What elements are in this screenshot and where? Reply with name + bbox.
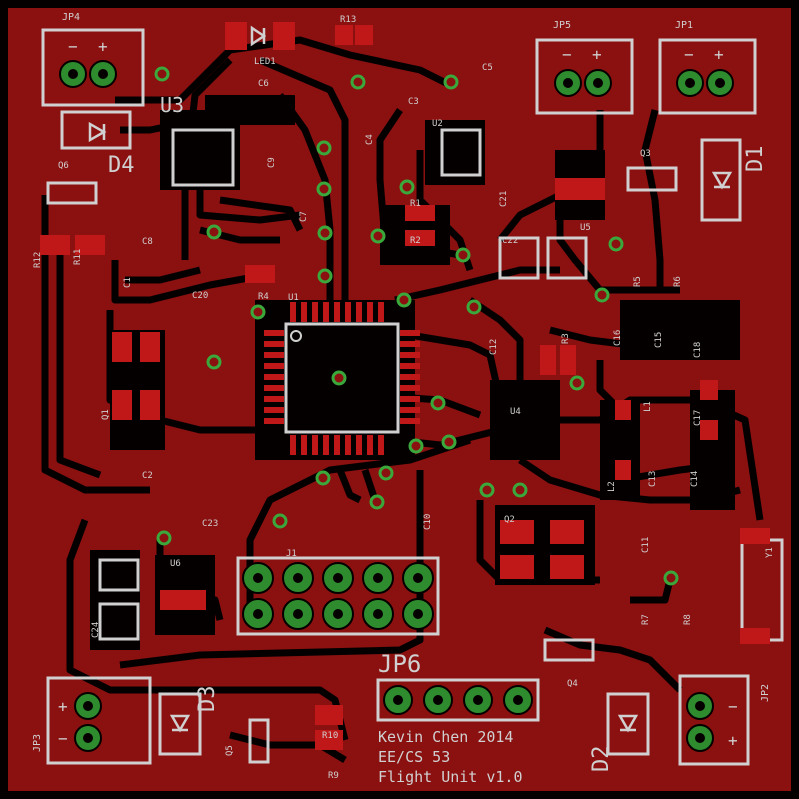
label-r6: R6 <box>673 276 683 287</box>
label-c17: C17 <box>693 410 703 426</box>
label-jp4: JP4 <box>62 12 80 23</box>
label-u4: U4 <box>510 407 521 417</box>
label-u1: U1 <box>288 293 299 303</box>
label-c20: C20 <box>192 291 208 301</box>
credit-line-2: EE/CS 53 <box>378 748 450 766</box>
label-c22: C22 <box>502 236 518 246</box>
label-l2: L2 <box>607 481 617 492</box>
u1-pins <box>264 302 420 455</box>
jp2-minus: − <box>728 697 738 716</box>
credit-block: Kevin Chen 2014 EE/CS 53 Flight Unit v1.… <box>378 728 523 786</box>
label-c21: C21 <box>499 191 509 207</box>
label-c18: C18 <box>693 342 703 358</box>
label-u2: U2 <box>432 119 443 129</box>
jp3-plus: + <box>58 697 68 716</box>
jp2-plus: + <box>728 731 738 750</box>
jp5-minus: − <box>562 45 572 64</box>
label-c23: C23 <box>202 519 218 529</box>
jp5-plus: + <box>592 45 602 64</box>
silkscreen-outlines <box>41 28 784 766</box>
label-r12: R12 <box>33 252 43 268</box>
label-c5: C5 <box>482 63 493 73</box>
jp1-plus: + <box>714 45 724 64</box>
label-c24: C24 <box>91 622 101 638</box>
label-d4: D4 <box>108 153 135 178</box>
label-r1: R1 <box>410 199 421 209</box>
label-jp5: JP5 <box>553 20 571 31</box>
jp3-minus: − <box>58 729 68 748</box>
label-d2: D2 <box>589 746 614 773</box>
label-q6: Q6 <box>58 161 69 171</box>
label-led1: LED1 <box>254 57 276 67</box>
through-hole-pads <box>59 60 734 752</box>
label-c6: C6 <box>258 79 269 89</box>
label-r7: R7 <box>641 614 651 625</box>
label-q2: Q2 <box>504 515 515 525</box>
jp1-minus: − <box>684 45 694 64</box>
label-c10: C10 <box>423 514 433 530</box>
label-r4: R4 <box>258 292 269 302</box>
label-c13: C13 <box>648 471 658 487</box>
label-c14: C14 <box>690 471 700 487</box>
vias <box>154 66 679 586</box>
label-r5: R5 <box>633 276 643 287</box>
label-q5: Q5 <box>225 745 235 756</box>
label-c11: C11 <box>641 537 651 553</box>
label-c1: C1 <box>123 277 133 288</box>
label-r11: R11 <box>73 249 83 265</box>
label-jp2: JP2 <box>760 684 771 702</box>
u1-pin1-marker <box>290 330 302 342</box>
label-c4: C4 <box>365 134 375 145</box>
label-r9: R9 <box>328 771 339 781</box>
label-q3: Q3 <box>640 149 651 159</box>
credit-line-3: Flight Unit v1.0 <box>378 768 523 786</box>
label-jp3: JP3 <box>32 734 43 752</box>
smd-pads <box>40 22 770 750</box>
label-c2: C2 <box>142 471 153 481</box>
label-u5: U5 <box>580 223 591 233</box>
label-r3: R3 <box>561 333 571 344</box>
label-c3: C3 <box>408 97 419 107</box>
label-c12: C12 <box>489 339 499 355</box>
label-r13: R13 <box>340 15 356 25</box>
label-c16: C16 <box>613 330 623 346</box>
jp4-minus: − <box>68 37 78 56</box>
credit-line-1: Kevin Chen 2014 <box>378 728 513 746</box>
label-c7: C7 <box>299 211 309 222</box>
diode-symbols <box>88 25 733 733</box>
label-r2: R2 <box>410 236 421 246</box>
label-r10: R10 <box>322 731 338 741</box>
label-d1: D1 <box>743 146 768 173</box>
label-q4: Q4 <box>567 679 578 689</box>
label-d3: D3 <box>195 686 220 713</box>
label-jp1: JP1 <box>675 20 693 31</box>
jp4-plus: + <box>98 37 108 56</box>
label-l1: L1 <box>643 401 653 412</box>
label-c15: C15 <box>654 332 664 348</box>
label-y1: Y1 <box>765 547 775 558</box>
label-u6: U6 <box>170 559 181 569</box>
label-c9: C9 <box>267 157 277 168</box>
label-q1: Q1 <box>101 409 111 420</box>
label-u3: U3 <box>160 93 184 117</box>
label-j1: J1 <box>286 549 297 559</box>
label-jp6: JP6 <box>378 650 421 678</box>
label-r8: R8 <box>683 614 693 625</box>
label-c8: C8 <box>142 237 153 247</box>
silkscreen-text: JP4 JP5 JP1 JP3 JP2 JP6 U1 U2 U3 U4 U5 U… <box>32 12 775 781</box>
